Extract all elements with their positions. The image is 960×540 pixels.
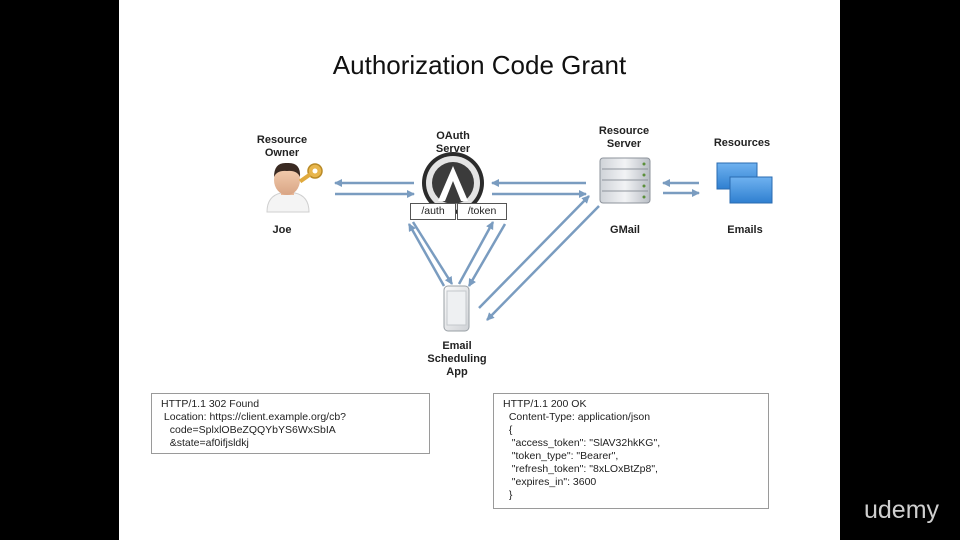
resources-name: Emails	[727, 224, 763, 236]
resource-server-label: Resource Server	[589, 125, 659, 151]
oauth-server-label-line2: Server	[435, 143, 471, 155]
udemy-watermark: udemy	[864, 496, 940, 524]
token-line: Content-Type: application/json	[503, 411, 651, 423]
arrow-app-to-server	[478, 195, 590, 309]
resource-server-name: GMail	[610, 224, 640, 236]
oauth-server-label-line1: OAuth	[436, 130, 470, 142]
redirect-response-box: HTTP/1.1 302 Found Location: https://cli…	[151, 393, 430, 454]
redirect-line: &state=af0ifjsldkj	[161, 437, 249, 449]
resource-owner-label-line2: Owner	[264, 147, 300, 159]
token-line: HTTP/1.1 200 OK	[503, 398, 587, 410]
page-title: Authorization Code Grant	[332, 50, 627, 80]
redirect-line: Location: https://client.example.org/cb?	[161, 411, 347, 423]
client-app-label-line2: Scheduling	[427, 353, 487, 365]
redirect-line: HTTP/1.1 302 Found	[161, 398, 260, 410]
token-endpoint: /token	[457, 203, 507, 220]
client-app-label: Email Scheduling App	[417, 340, 497, 379]
token-line: "token_type": "Bearer",	[503, 450, 619, 462]
person-icon	[266, 162, 310, 213]
server-icon	[599, 157, 651, 204]
auth-endpoint: /auth	[410, 203, 456, 220]
token-line: "refresh_token": "8xLOxBtZp8",	[503, 463, 658, 475]
client-app-label-line3: App	[446, 366, 468, 378]
diagram-canvas	[266, 152, 773, 332]
client-app-label-line1: Email	[442, 340, 472, 352]
phone-icon	[443, 285, 470, 332]
resource-server-label-line2: Server	[606, 138, 642, 150]
resources-label: Resources	[713, 137, 771, 149]
flow-arrows	[334, 179, 700, 321]
oauth-server-label: OAuth Server	[423, 130, 483, 156]
resource-owner-label: Resource Owner	[247, 134, 317, 160]
resources-icon	[716, 162, 773, 204]
token-line: "expires_in": 3600	[503, 476, 597, 488]
arrow-app-to-auth	[407, 223, 446, 287]
resource-server-label-line1: Resource	[598, 125, 650, 137]
arrow-token-to-app	[467, 223, 507, 287]
arrow-auth-to-app	[411, 221, 454, 285]
token-line: "access_token": "SlAV32hkKG",	[503, 437, 661, 449]
token-line: {	[503, 424, 513, 436]
resource-owner-label-line1: Resource	[256, 134, 308, 146]
arrow-server-to-app	[486, 205, 600, 321]
slide: Authorization Code Grant Resource Owner …	[119, 0, 840, 540]
token-response-box: HTTP/1.1 200 OK Content-Type: applicatio…	[493, 393, 769, 509]
resource-owner-name: Joe	[272, 224, 292, 236]
oauth-logo-icon	[422, 152, 484, 214]
arrow-app-to-token	[457, 221, 495, 285]
token-line: }	[503, 489, 513, 501]
key-icon	[298, 163, 323, 184]
redirect-line: code=SplxlOBeZQQYbYS6WxSbIA	[161, 424, 336, 436]
